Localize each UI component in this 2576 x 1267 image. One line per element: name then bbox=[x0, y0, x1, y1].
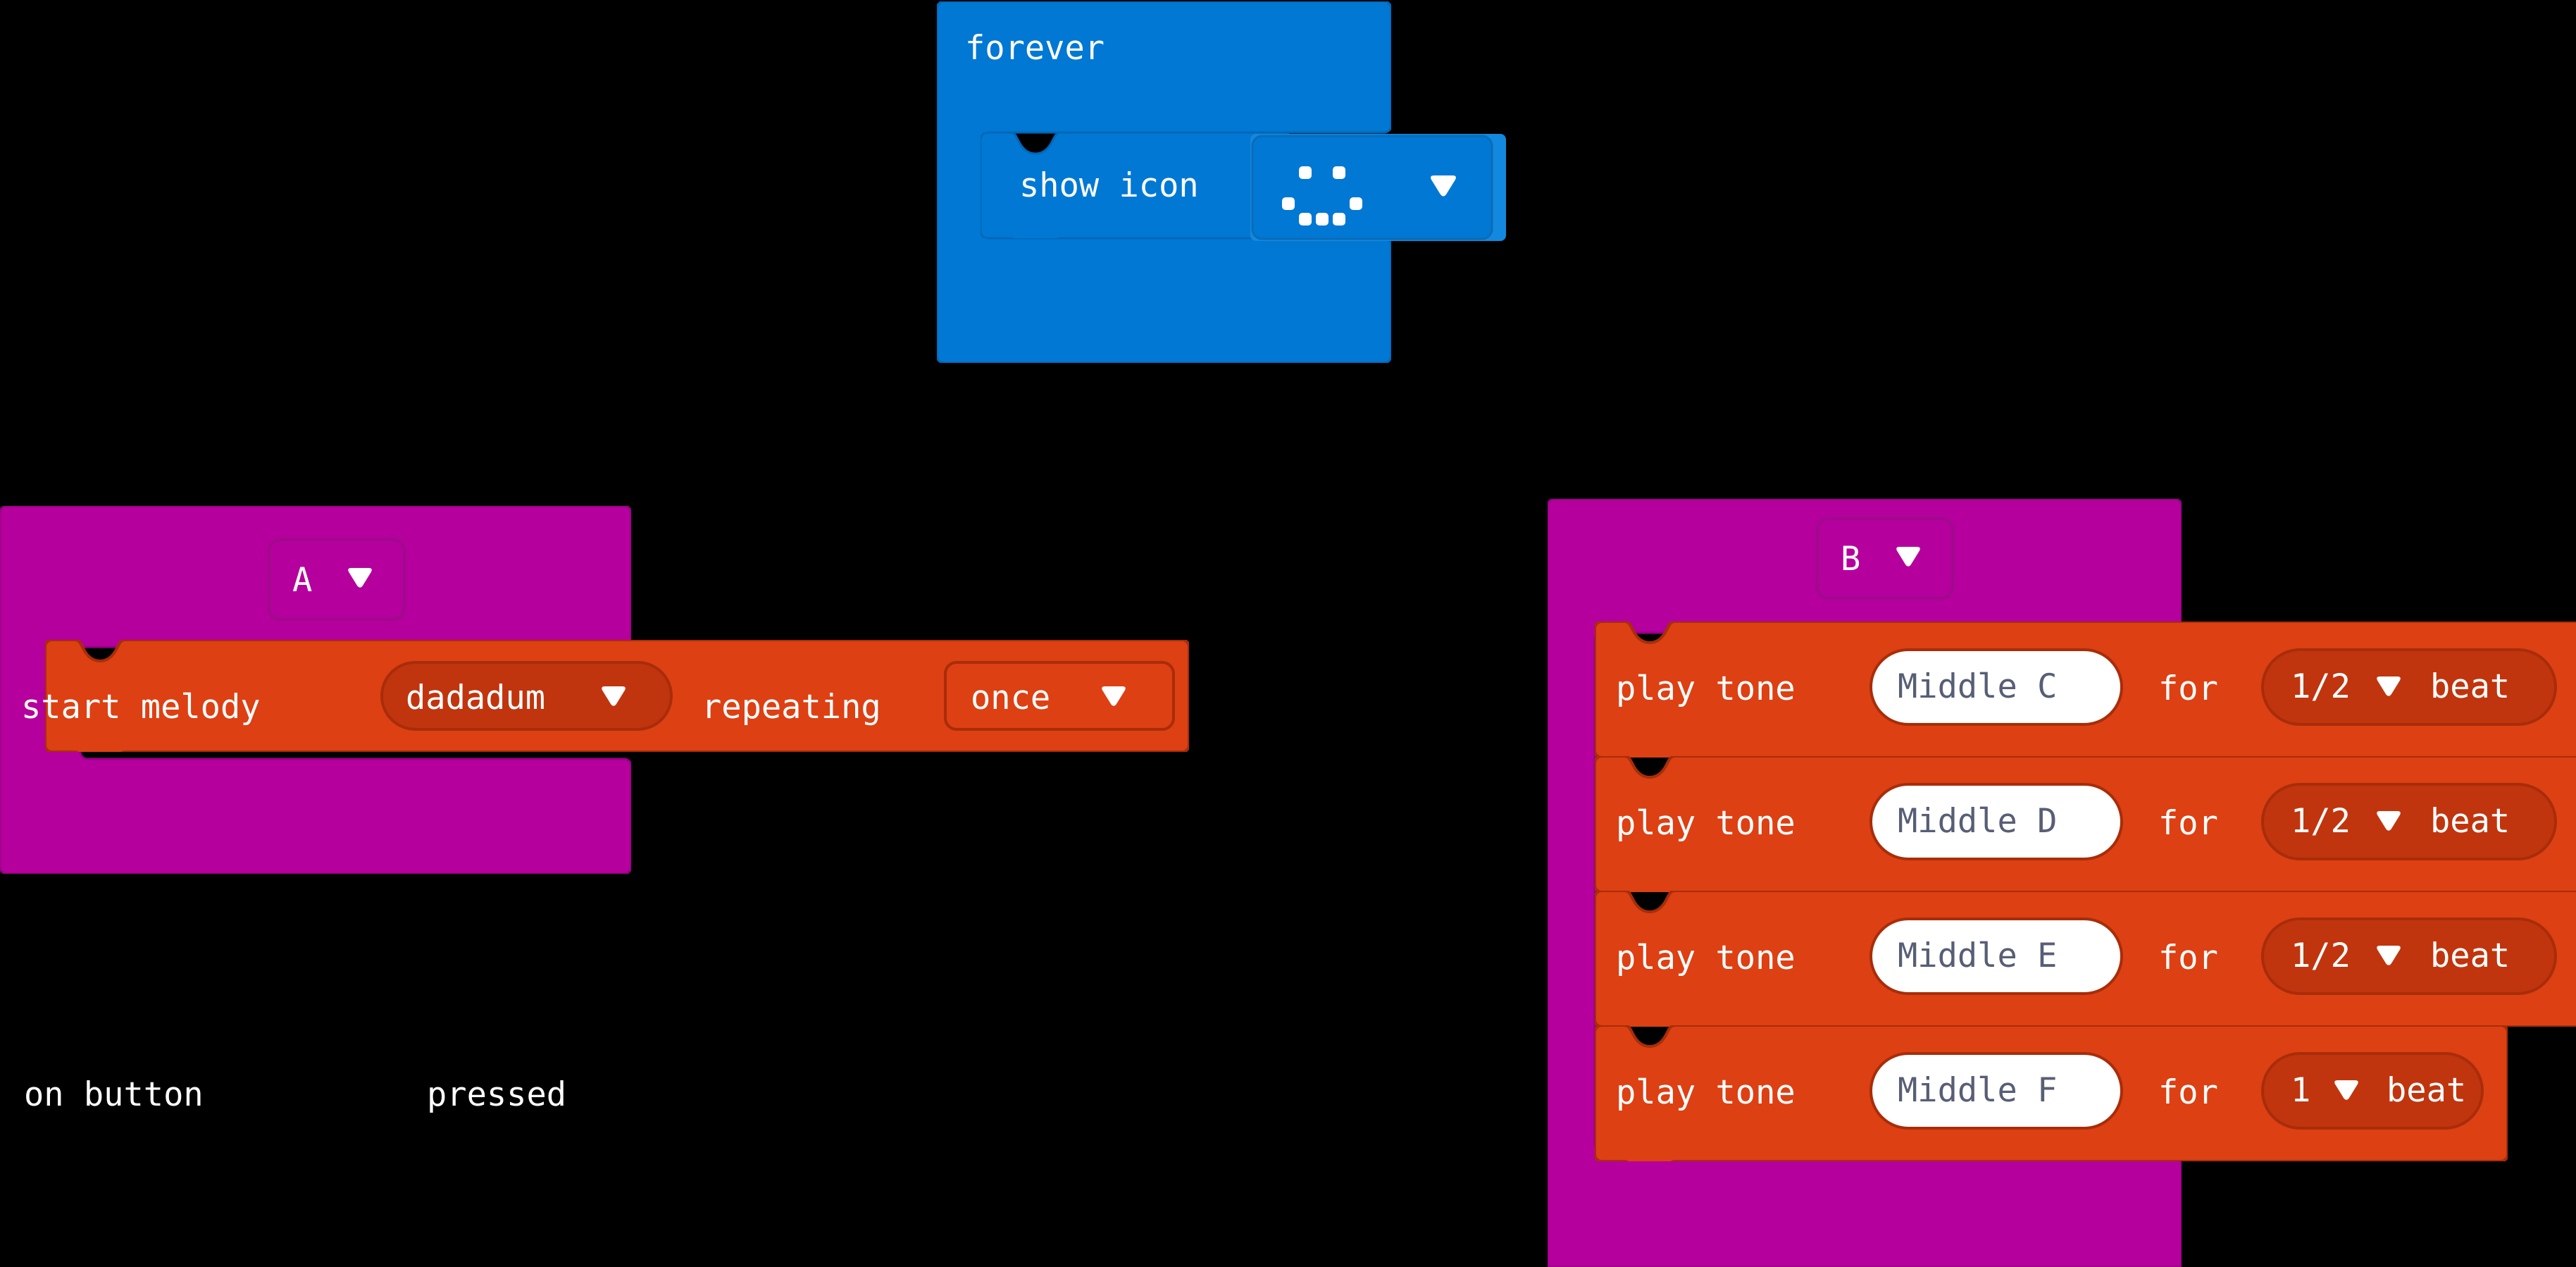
on-button-a-block-shape bbox=[0, 506, 631, 874]
show-icon-block[interactable]: show icon bbox=[981, 132, 1290, 238]
tone-note-field[interactable]: Middle E bbox=[1869, 917, 2123, 995]
show-icon-dropdown-field[interactable] bbox=[1250, 134, 1506, 241]
show-icon-dropdown-shape bbox=[1250, 134, 1506, 241]
dropdown-caret-icon[interactable] bbox=[2332, 1080, 2361, 1101]
tone-note-value: Middle C bbox=[1898, 667, 2058, 706]
play-tone-label: play tone bbox=[1616, 804, 1796, 843]
led-r4c1 bbox=[1299, 213, 1312, 225]
melody-name-dropdown-field[interactable]: dadadum bbox=[380, 661, 673, 731]
melody-repeating-dropdown-field[interactable]: once bbox=[944, 661, 1175, 731]
tone-duration-field-shape bbox=[2261, 917, 2557, 995]
tone-duration-field[interactable]: 1 beat bbox=[2261, 1052, 2484, 1130]
tone-beat-label: beat bbox=[2430, 802, 2510, 841]
led-r4c2 bbox=[1316, 213, 1329, 225]
forever-label: forever bbox=[965, 29, 1105, 68]
tone-beat-label: beat bbox=[2430, 667, 2510, 706]
tone-note-value: Middle D bbox=[1898, 802, 2058, 841]
on-button-a-text-after: pressed bbox=[427, 1075, 567, 1114]
play-tone-row[interactable]: play tone Middle D for 1/2 beat bbox=[1595, 756, 2576, 892]
led-r3c0 bbox=[1282, 197, 1295, 210]
start-melody-label: start melody bbox=[21, 688, 261, 727]
on-button-a-text-before: on button bbox=[24, 1075, 204, 1114]
tone-for-label: for bbox=[2158, 669, 2218, 708]
on-button-a-pressed-block[interactable]: on button pressed bbox=[0, 506, 631, 1111]
button-b-dropdown-field[interactable]: B bbox=[1816, 517, 1954, 600]
tone-duration-field-shape bbox=[2261, 1052, 2484, 1130]
play-tone-row[interactable]: play tone Middle F for 1 beat bbox=[1595, 1025, 2508, 1161]
melody-name-value: dadadum bbox=[406, 679, 546, 717]
tone-note-field[interactable]: Middle C bbox=[1869, 648, 2123, 726]
melody-repeating-dropdown-shape bbox=[944, 661, 1175, 731]
dropdown-caret-icon[interactable] bbox=[1893, 547, 1923, 568]
play-tone-row[interactable]: play tone Middle E for 1/2 beat bbox=[1595, 891, 2576, 1027]
button-b-value: B bbox=[1841, 540, 1861, 579]
button-b-dropdown-shape bbox=[1816, 517, 1954, 600]
dropdown-caret-icon[interactable] bbox=[2374, 811, 2403, 832]
play-tone-label: play tone bbox=[1616, 669, 1796, 708]
tone-note-value: Middle F bbox=[1898, 1071, 2058, 1110]
led-r1c1 bbox=[1299, 166, 1312, 179]
show-icon-label: show icon bbox=[1019, 166, 1199, 205]
tone-for-label: for bbox=[2158, 1073, 2218, 1112]
melody-repeating-value: once bbox=[971, 679, 1051, 717]
dropdown-caret-icon[interactable] bbox=[1428, 175, 1459, 198]
tone-note-field-shape bbox=[1869, 917, 2123, 995]
melody-name-dropdown-shape bbox=[380, 661, 673, 731]
dropdown-caret-icon[interactable] bbox=[345, 568, 375, 589]
tone-beat-label: beat bbox=[2430, 937, 2510, 975]
tone-note-field-shape bbox=[1869, 783, 2123, 860]
led-r4c3 bbox=[1333, 213, 1345, 225]
tone-duration-value: 1/2 bbox=[2291, 667, 2351, 706]
forever-block[interactable]: forever bbox=[937, 1, 1391, 363]
dropdown-caret-icon[interactable] bbox=[2374, 676, 2403, 698]
play-tone-row[interactable]: play tone Middle C for 1/2 beat bbox=[1595, 622, 2576, 758]
tone-note-value: Middle E bbox=[1898, 937, 2058, 975]
tone-duration-field[interactable]: 1/2 beat bbox=[2261, 917, 2557, 995]
tone-duration-value: 1 bbox=[2291, 1071, 2311, 1110]
tone-duration-field[interactable]: 1/2 beat bbox=[2261, 783, 2557, 860]
dropdown-caret-icon[interactable] bbox=[2374, 946, 2403, 967]
play-tone-label: play tone bbox=[1616, 1073, 1796, 1112]
tone-note-field[interactable]: Middle D bbox=[1869, 783, 2123, 860]
dropdown-caret-icon[interactable] bbox=[599, 686, 628, 707]
show-icon-block-shape bbox=[981, 132, 1290, 238]
play-tone-label: play tone bbox=[1616, 939, 1796, 977]
led-r3c4 bbox=[1350, 197, 1362, 210]
tone-for-label: for bbox=[2158, 939, 2218, 977]
tone-duration-field[interactable]: 1/2 beat bbox=[2261, 648, 2557, 726]
tone-for-label: for bbox=[2158, 804, 2218, 843]
button-a-dropdown-shape bbox=[268, 538, 406, 621]
tone-note-field-shape bbox=[1869, 1052, 2123, 1130]
tone-duration-value: 1/2 bbox=[2291, 802, 2351, 841]
tone-note-field[interactable]: Middle F bbox=[1869, 1052, 2123, 1130]
button-a-dropdown-field[interactable]: A bbox=[268, 538, 406, 621]
tone-duration-field-shape bbox=[2261, 648, 2557, 726]
tone-beat-label: beat bbox=[2387, 1071, 2467, 1110]
dropdown-caret-icon[interactable] bbox=[1099, 686, 1128, 707]
tone-note-field-shape bbox=[1869, 648, 2123, 726]
tone-duration-value: 1/2 bbox=[2291, 937, 2351, 975]
melody-repeating-label: repeating bbox=[702, 688, 881, 727]
tone-duration-field-shape bbox=[2261, 783, 2557, 860]
button-a-value: A bbox=[292, 561, 313, 600]
led-matrix bbox=[1282, 166, 1362, 225]
led-r1c3 bbox=[1333, 166, 1345, 179]
